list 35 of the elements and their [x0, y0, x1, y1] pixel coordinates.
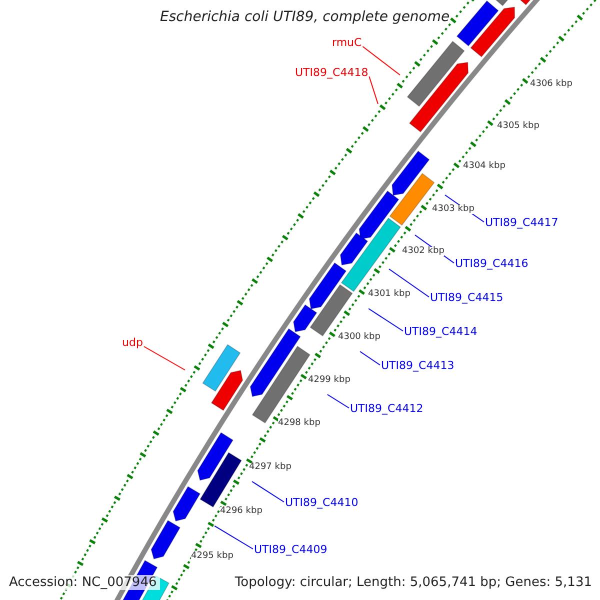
- leader-line: [362, 46, 400, 76]
- tick-label: 4301 kbp: [368, 290, 410, 298]
- gene-label: udp: [122, 336, 143, 348]
- tick-label: 4303 kbp: [432, 204, 474, 214]
- tick-label: 4295 kbp: [191, 552, 234, 560]
- tick-label: 4306 kbp: [530, 80, 572, 88]
- gene-label: UTI89_C4418: [295, 66, 368, 78]
- tick-label: 4305 kbp: [497, 122, 540, 130]
- tick-label: 4298 kbp: [278, 418, 320, 428]
- gene-label: UTI89_C4409: [254, 544, 328, 554]
- gene-label: UTI89_C4417: [485, 216, 558, 228]
- leader-line: [214, 525, 254, 550]
- gene-label: UTI89_C4416: [455, 258, 528, 268]
- leader-line: [326, 394, 350, 408]
- gene-label: UTI89_C4415: [430, 292, 504, 302]
- leader-line: [143, 346, 186, 370]
- gene-label: UTI89_C4412: [350, 402, 424, 414]
- accession-text: Accession: NC_007946: [6, 575, 160, 590]
- title: Escherichia coli UTI89, complete genome: [160, 10, 450, 24]
- tick-label: 4299 kbp: [308, 376, 350, 384]
- genome-info-text: Topology: circular; Length: 5,065,741 bp; Genes: 5,131: [234, 576, 592, 589]
- leader-line: [388, 268, 430, 298]
- tick-label: 4302 kbp: [402, 246, 444, 256]
- tick-label: 4304 kbp: [463, 162, 506, 170]
- gene-label: UTI89_C4413: [381, 360, 454, 370]
- leader-line: [368, 76, 378, 104]
- leader-line: [368, 308, 404, 332]
- gene-label: UTI89_C4414: [404, 326, 478, 336]
- leader-line: [360, 351, 380, 366]
- tick-label: 4296 kbp: [220, 506, 262, 516]
- tick-label: 4297 kbp: [249, 462, 292, 472]
- gene-label: rmuC: [332, 36, 362, 48]
- tick-label: 4300 kbp: [338, 332, 380, 342]
- leader-line: [252, 481, 284, 502]
- gene-label: UTI89_C4410: [285, 496, 358, 508]
